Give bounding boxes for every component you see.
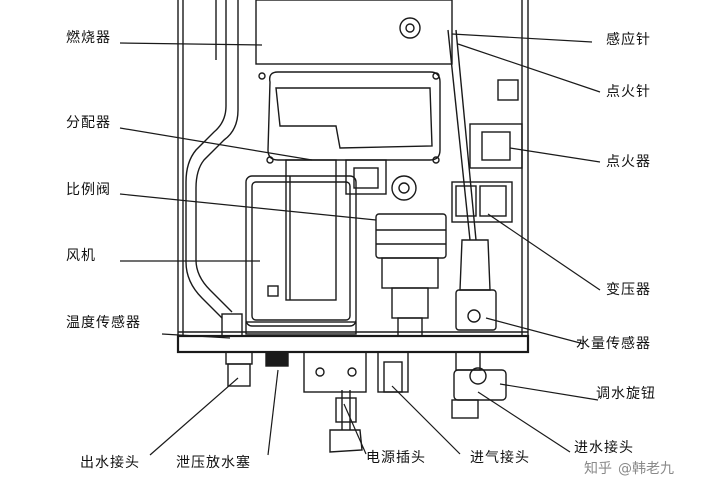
- watermark: 知乎 @韩老九: [584, 458, 680, 478]
- valve-assembly: [345, 159, 447, 337]
- label-igniter: 点火器: [606, 154, 651, 170]
- label-power-plug: 电源插头: [366, 450, 426, 466]
- left-pipe: [185, 0, 243, 337]
- label-water-inlet: 进水接头: [574, 440, 634, 456]
- label-gas-inlet: 进气接头: [470, 450, 530, 466]
- label-water-flow-sensor: 水量传感器: [576, 336, 651, 352]
- label-water-adjust-knob: 调水旋钮: [596, 386, 656, 402]
- label-temp-sensor: 温度传感器: [66, 315, 141, 331]
- right-components: [447, 29, 523, 331]
- label-distributor: 分配器: [66, 115, 111, 131]
- fan-housing: [245, 159, 357, 335]
- label-sensing-needle: 感应针: [606, 32, 651, 48]
- label-ignition-needle: 点火针: [606, 84, 651, 100]
- burner-block: [255, 0, 453, 164]
- label-transformer: 变压器: [606, 282, 651, 298]
- label-fan: 风机: [66, 248, 96, 264]
- label-proportional-valve: 比例阀: [66, 182, 111, 198]
- watermark-author: @韩老九: [618, 461, 674, 477]
- watermark-brand: 知乎: [584, 461, 612, 477]
- bottom-fittings: [225, 351, 507, 453]
- label-outlet-fitting: 出水接头: [80, 455, 140, 471]
- label-burner: 燃烧器: [66, 30, 111, 46]
- leader-lines: [119, 33, 601, 456]
- label-relief-plug: 泄压放水塞: [176, 455, 251, 471]
